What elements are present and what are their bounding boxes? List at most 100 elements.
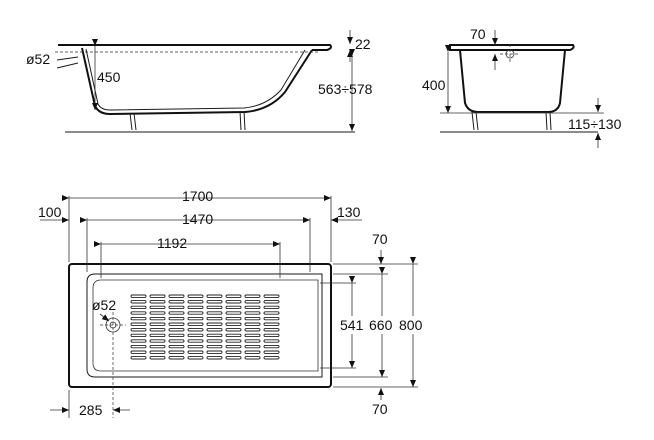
grip-slot <box>263 333 280 338</box>
grip-slot <box>149 356 166 360</box>
plan-view: ø52 1700 1470 1192 100 130 70 <box>38 188 430 418</box>
grip-slot <box>149 322 166 326</box>
grip-slot <box>206 328 223 332</box>
grip-slot <box>130 339 147 343</box>
side-drain-pipe <box>56 56 79 69</box>
grip-pattern <box>130 294 280 360</box>
plan-top-margin: 70 <box>372 231 388 247</box>
grip-slot <box>225 350 242 354</box>
grip-slot <box>206 344 223 349</box>
grip-slot <box>244 356 261 360</box>
grip-slot <box>168 344 185 349</box>
grip-slot <box>206 356 223 360</box>
side-view: ø52 450 22 563÷578 <box>26 30 373 133</box>
grip-slot <box>244 305 261 310</box>
grip-slot <box>130 356 147 360</box>
plan-inner-basin <box>86 273 323 378</box>
plan-left-margin: 100 <box>38 204 62 220</box>
grip-slot <box>130 344 147 349</box>
plan-overall-width: 800 <box>399 317 423 333</box>
grip-slot <box>263 316 280 321</box>
grip-slot <box>206 300 223 304</box>
grip-slot <box>244 350 261 354</box>
grip-slot <box>244 339 261 343</box>
grip-slot <box>225 322 242 326</box>
grip-slot <box>168 328 185 332</box>
grip-slot <box>263 344 280 349</box>
grip-slot <box>244 316 261 321</box>
grip-slot <box>263 300 280 304</box>
grip-slot <box>225 316 242 321</box>
end-leg-right <box>545 111 552 131</box>
grip-slot <box>149 300 166 304</box>
grip-slot <box>225 305 242 310</box>
grip-slot <box>206 316 223 321</box>
side-rim <box>58 44 332 51</box>
side-total-height: 563÷578 <box>318 81 373 97</box>
grip-slot <box>168 316 185 321</box>
grip-slot <box>130 311 147 315</box>
grip-slot <box>225 328 242 332</box>
grip-slot <box>244 294 261 298</box>
side-leg-left <box>129 112 137 131</box>
side-drain-diameter: ø52 <box>26 51 50 67</box>
grip-slot <box>244 344 261 349</box>
grip-slot <box>225 333 242 338</box>
grip-slot <box>149 316 166 321</box>
grip-slot <box>225 344 242 349</box>
grip-slot <box>263 311 280 315</box>
grip-slot <box>206 305 223 310</box>
grip-slot <box>225 300 242 304</box>
dim-label-bg <box>338 316 430 334</box>
grip-slot <box>130 350 147 354</box>
grip-slot <box>187 339 204 343</box>
grip-slot <box>130 333 147 338</box>
grip-slot <box>168 300 185 304</box>
grip-slot <box>206 350 223 354</box>
grip-slot <box>263 350 280 354</box>
grip-slot <box>168 356 185 360</box>
grip-slot <box>263 339 280 343</box>
grip-slot <box>149 350 166 354</box>
end-rim <box>449 44 575 51</box>
grip-slot <box>130 316 147 321</box>
grip-slot <box>206 333 223 338</box>
end-overflow-offset: 70 <box>470 26 486 42</box>
plan-grip-width: 541 <box>340 317 364 333</box>
plan-bottom-margin: 70 <box>372 401 388 417</box>
grip-slot <box>225 311 242 315</box>
grip-slot <box>149 328 166 332</box>
grip-slot <box>149 305 166 310</box>
plan-grip-length: 1192 <box>157 235 187 251</box>
grip-slot <box>263 356 280 360</box>
grip-slot <box>263 322 280 326</box>
grip-slot <box>168 305 185 310</box>
end-leg-height: 115÷130 <box>568 116 622 132</box>
grip-slot <box>168 350 185 354</box>
grip-slot <box>244 311 261 315</box>
plan-overall-length: 1700 <box>182 188 213 204</box>
end-view: 70 400 115÷130 <box>422 26 622 148</box>
grip-slot <box>187 333 204 338</box>
side-inner-depth: 450 <box>97 69 121 85</box>
grip-slot <box>130 294 147 298</box>
grip-slot <box>149 294 166 298</box>
plan-outer-rim <box>68 263 332 388</box>
grip-slot <box>206 294 223 298</box>
grip-slot <box>187 305 204 310</box>
plan-inner-length: 1470 <box>182 211 213 227</box>
grip-slot <box>149 339 166 343</box>
grip-slot <box>149 333 166 338</box>
grip-slot <box>244 300 261 304</box>
grip-slot <box>225 356 242 360</box>
grip-slot <box>168 311 185 315</box>
grip-slot <box>187 328 204 332</box>
grip-slot <box>130 305 147 310</box>
grip-slot <box>187 300 204 304</box>
grip-slot <box>168 333 185 338</box>
grip-slot <box>187 350 204 354</box>
grip-slot <box>130 328 147 332</box>
grip-slot <box>168 322 185 326</box>
grip-slot <box>187 344 204 349</box>
